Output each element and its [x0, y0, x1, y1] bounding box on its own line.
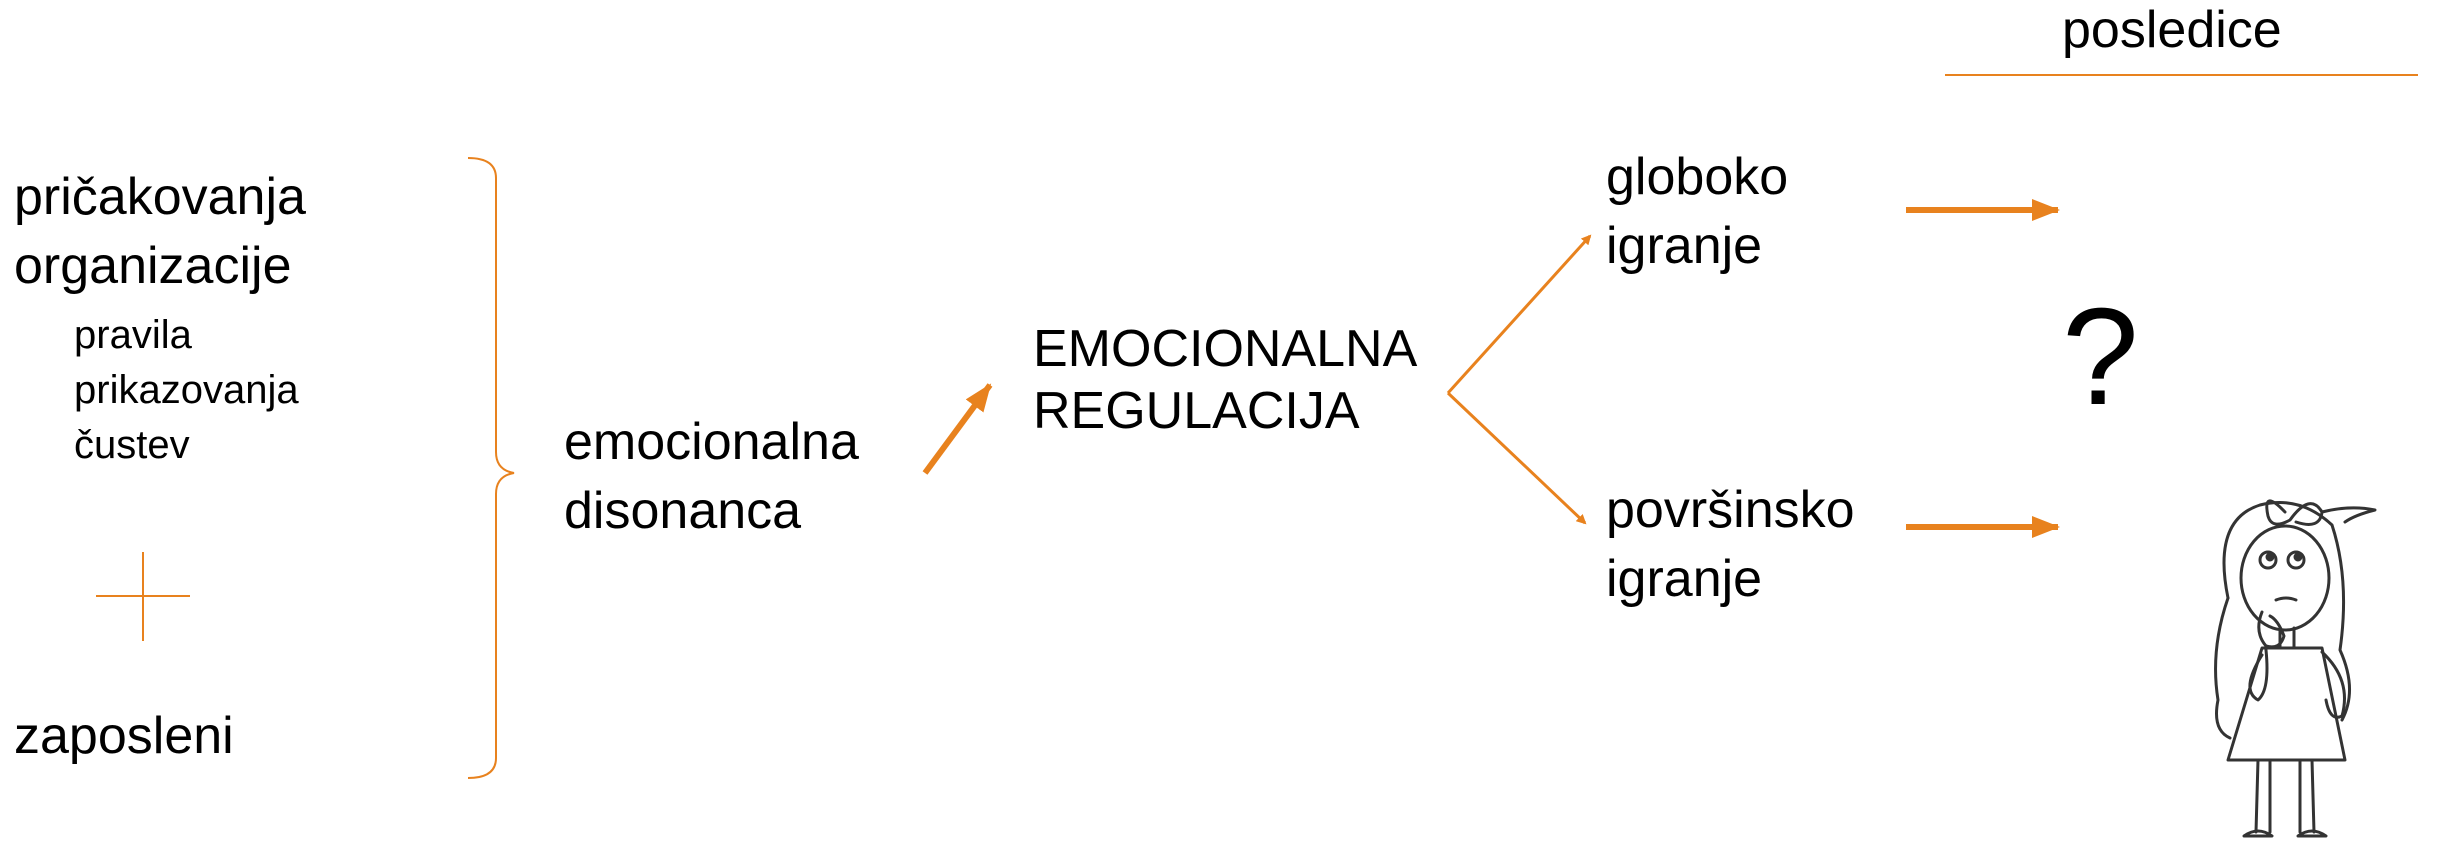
deep-acting-label-line2: igranje — [1606, 217, 1763, 275]
surface-acting-label-line1: površinsko — [1606, 481, 1855, 539]
rules-label-line1: pravila — [74, 313, 192, 357]
surface-acting-label-line2: igranje — [1606, 550, 1763, 608]
deep-acting-label-line1: globoko — [1606, 148, 1789, 206]
expectations-label-line1: pričakovanja — [14, 168, 306, 226]
regulation-to-deep-arrow — [1446, 234, 1592, 395]
employees-label: zaposleni — [14, 707, 234, 765]
dissonance-label-line2: disonanca — [564, 482, 802, 540]
grouping-bracket — [467, 157, 515, 779]
regulation-label-line1: EMOCIONALNA — [1033, 320, 1418, 378]
dissonance-label-line1: emocionalna — [564, 413, 859, 471]
rules-label-line2: prikazovanja — [74, 368, 299, 412]
rules-label-line3: čustev — [74, 423, 190, 467]
dissonance-to-regulation-arrow — [922, 383, 993, 475]
question-mark: ? — [2062, 280, 2139, 434]
consequences-heading: posledice — [2062, 1, 2282, 59]
thinking-girl-icon — [2214, 499, 2377, 838]
regulation-to-surface-arrow — [1446, 391, 1587, 525]
regulation-label-line2: REGULACIJA — [1033, 382, 1360, 440]
expectations-label-line2: organizacije — [14, 237, 292, 295]
